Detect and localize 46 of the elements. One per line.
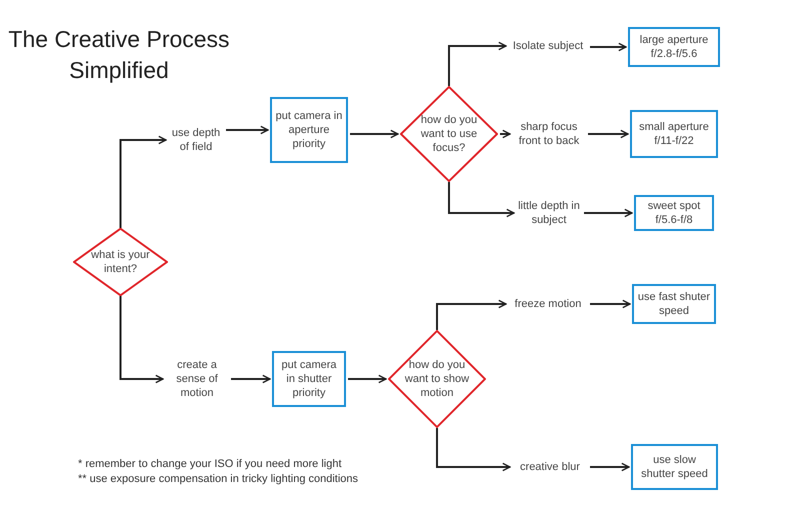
node-text: use slow shutter speed [640,452,709,482]
step-label: little depth in subject [516,198,582,228]
arrow [448,182,515,218]
arrow [231,374,271,384]
arrow [226,126,269,134]
process-box [634,195,714,231]
node-text: sweet spot f/5.6-f/8 [646,198,702,228]
step-label: freeze motion [508,296,588,312]
step-label: use depth of field [168,124,224,156]
footnote: ** use exposure compensation in tricky lighting conditions [78,473,358,485]
step-label: sharp focus front to back [512,119,586,149]
arrow [588,130,629,138]
arrow [590,42,627,52]
step-label: Isolate subject [508,38,588,54]
decision-diamond [73,228,168,296]
node-text: how do you want to show motion [404,358,470,400]
node-text: how do you want to use focus? [420,112,478,156]
arrow [436,428,511,472]
node-text: use fast shuter speed [636,290,712,318]
node-text: put camera in aperture priority [274,108,344,152]
process-box [272,351,346,407]
process-box [632,284,716,324]
process-box [630,110,718,158]
arrow [500,130,511,138]
arrow [448,42,507,86]
arrow [120,136,167,228]
node-text: large aperture f/2.8-f/5.6 [638,32,710,62]
arrow [350,130,399,138]
step-label: create a sense of motion [165,358,229,400]
arrow [590,300,631,308]
footnote: * remember to change your ISO if you need more light [78,458,342,470]
step-label: creative blur [512,459,588,475]
node-text: small aperture f/11-f/22 [638,120,710,148]
arrow [120,296,164,384]
arrow [348,374,387,384]
title: The Creative Process Simplified [7,25,231,86]
arrow [436,300,507,330]
arrow [590,462,630,472]
node-text: put camera in shutter priority [280,358,338,400]
process-box [631,444,718,490]
decision-diamond [388,330,486,428]
arrow [584,208,633,218]
process-box [270,97,348,163]
decision-diamond [400,86,498,182]
node-text: what is your intent? [90,248,151,276]
process-box [628,27,720,67]
